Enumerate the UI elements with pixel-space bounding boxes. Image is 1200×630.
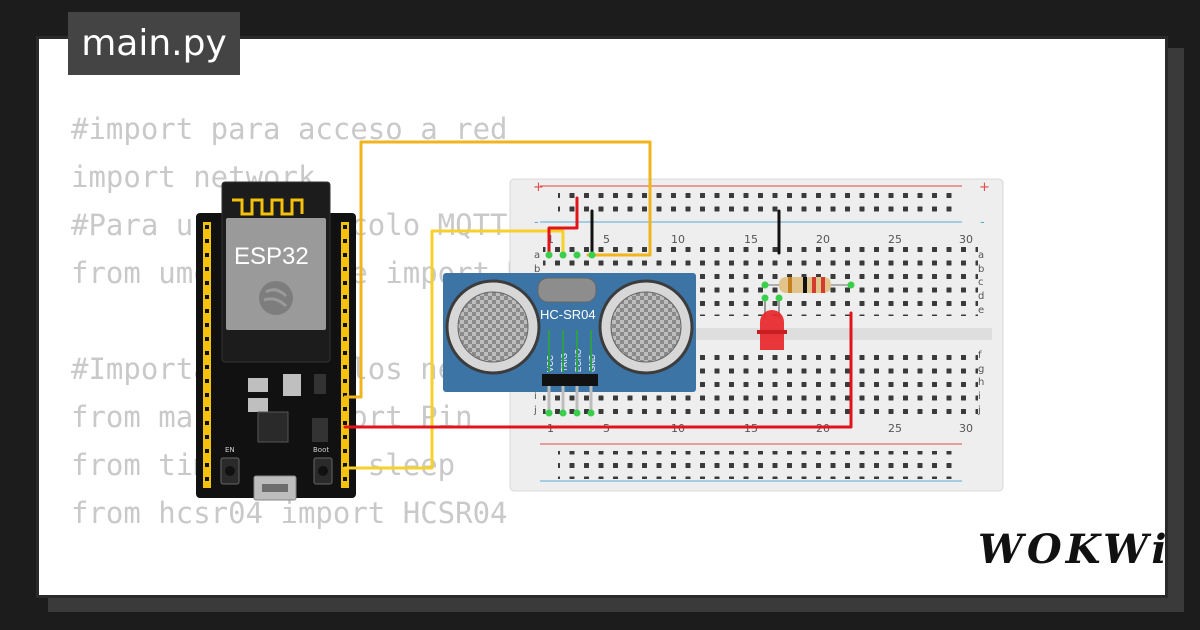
led-red (757, 294, 787, 350)
top-power-rail (558, 190, 958, 218)
row-letter: j (977, 405, 981, 416)
row-letter: e (978, 305, 984, 316)
wires (343, 140, 853, 470)
espressif-logo-icon (259, 281, 293, 315)
wire-red-led (343, 311, 853, 429)
column-number: 5 (603, 233, 610, 246)
en-button-label: EN (225, 446, 235, 454)
pin-label-vcc: VCC (546, 355, 555, 372)
rail-minus-label: - (980, 215, 985, 230)
code-line: #import para acceso a red (71, 112, 508, 146)
row-letter: i (978, 391, 981, 402)
row-letter: a (534, 250, 540, 261)
pin-label-echo: ECHO (574, 349, 583, 372)
wokwi-logo: WOKWi (978, 526, 1171, 573)
row-letter: d (978, 291, 984, 302)
usb-chip (257, 411, 289, 443)
rail-plus-label: + (533, 180, 544, 195)
esp32-board: ESP32 EN Boot (196, 181, 356, 501)
row-letter: j (533, 405, 537, 416)
code-line: #Parametros para conectar al broker MQTT (71, 585, 769, 595)
pin-label-gnd: GND (588, 354, 597, 372)
boot-button-label: Boot (313, 446, 329, 454)
wire-red-vcc (547, 196, 579, 255)
column-number: 15 (744, 233, 758, 246)
crystal (537, 277, 597, 303)
row-letter: a (978, 250, 984, 261)
column-number: 30 (959, 422, 973, 435)
file-tab[interactable]: main.py (68, 12, 240, 75)
bottom-power-rail (558, 451, 958, 479)
column-number: 25 (888, 233, 902, 246)
row-letter: h (978, 377, 984, 388)
code-line: from hcsr04 import HCSR04 (71, 496, 508, 530)
row-letter: i (534, 391, 537, 402)
column-number: 20 (816, 233, 830, 246)
row-letter: g (978, 364, 984, 375)
column-number: 10 (671, 233, 685, 246)
pin-label-trig: TRIG (560, 353, 569, 372)
row-letter: b (534, 264, 540, 275)
column-number: 30 (959, 233, 973, 246)
hc-sr04-sensor: HC-SR04 VCC TRIG ECHO GND (443, 273, 696, 417)
rail-minus-label: - (534, 215, 539, 230)
rf-shield (226, 218, 326, 330)
row-letter: b (978, 264, 984, 275)
esp32-label: ESP32 (234, 243, 309, 270)
wire-yellow-echo (343, 229, 565, 470)
resistor (761, 277, 855, 293)
sensor-label: HC-SR04 (540, 307, 596, 322)
row-letter: f (978, 350, 982, 361)
code-line: import network (71, 160, 316, 194)
sensor-header (542, 374, 598, 386)
column-number: 25 (888, 422, 902, 435)
rail-plus-label: + (979, 180, 990, 195)
antenna-trace (232, 198, 304, 216)
wire-yellow-trig (343, 140, 652, 399)
row-letter: c (978, 277, 984, 288)
